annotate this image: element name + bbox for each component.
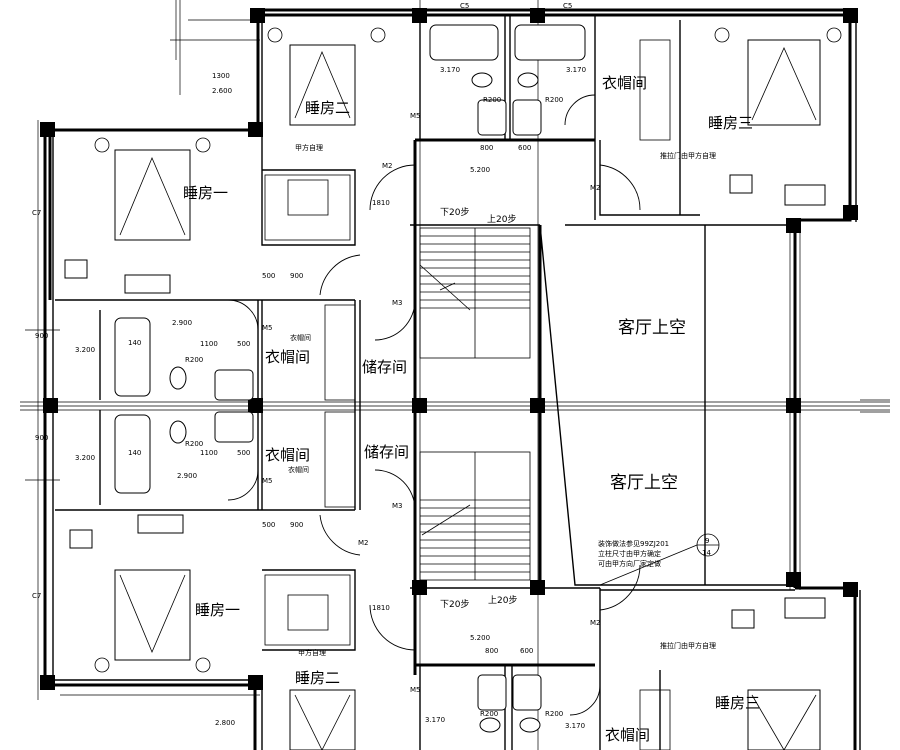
- bed-bedroom2-top: [267, 27, 386, 126]
- label-bedroom1-top: 睡房一: [183, 184, 228, 202]
- label-closet-bottom-right: 衣帽间: [605, 726, 650, 744]
- dim-3170-b: 3.170: [566, 66, 586, 74]
- dim-900-c: 900: [35, 332, 48, 340]
- closet-shelving: [264, 39, 671, 750]
- callout-text-1: 装饰做法参见99ZJ201: [598, 539, 669, 548]
- stair-up-top: 上20步: [487, 214, 516, 225]
- door-tag-m3-a: M3: [392, 299, 403, 307]
- bed-bedroom3-bottom: [747, 689, 821, 750]
- window-tag-c5-b: C5: [563, 2, 572, 10]
- note-owner-top: 甲方自理: [295, 143, 323, 152]
- dim-900-d: 900: [35, 434, 48, 442]
- door-tag-m5-a: M5: [262, 324, 273, 332]
- dim-3200-a: 3.200: [75, 346, 95, 354]
- dim-2800: 2.800: [215, 719, 235, 727]
- note-wardrobe-top: 衣帽间: [290, 333, 311, 342]
- callout-sheet: 14: [702, 549, 711, 557]
- label-void-upper: 客厅上空: [618, 318, 686, 338]
- dim-5200-b: 5.200: [470, 634, 490, 642]
- dim-800-a: 800: [480, 144, 493, 152]
- door-swings: [227, 94, 641, 716]
- label-bedroom3-top: 睡房三: [708, 114, 753, 132]
- note-sliding-bottom: 推拉门由甲方自理: [660, 641, 716, 650]
- dim-500-c: 500: [237, 340, 250, 348]
- dim-r200-c: R200: [185, 356, 203, 364]
- dim-800-b: 800: [485, 647, 498, 655]
- note-wardrobe-bottom: 衣帽间: [288, 465, 309, 474]
- door-tag-m2-c: M2: [358, 539, 369, 547]
- stair-down-top: 下20步: [440, 207, 469, 218]
- label-void-lower: 客厅上空: [610, 473, 678, 493]
- stair-up-bottom: 上20步: [488, 595, 517, 606]
- dim-140-b: 140: [128, 449, 141, 457]
- toilets: [169, 72, 541, 733]
- dim-3170-a: 3.170: [440, 66, 460, 74]
- furniture-desks: [64, 174, 826, 629]
- dim-500-a: 500: [262, 272, 275, 280]
- label-closet-mid-lower: 衣帽间: [265, 446, 310, 464]
- door-tag-m5-d: M5: [410, 686, 421, 694]
- stair-down-bottom: 下20步: [440, 599, 469, 610]
- dim-r200-e: R200: [480, 710, 498, 718]
- dim-r200-d: R200: [185, 440, 203, 448]
- stair-lower: [419, 451, 531, 581]
- dim-3200-b: 3.200: [75, 454, 95, 462]
- door-tag-m3-b: M3: [392, 502, 403, 510]
- bed-bedroom1-top: [94, 137, 211, 241]
- label-closet-top-right: 衣帽间: [602, 74, 647, 92]
- dim-1100-b: 1100: [200, 449, 218, 457]
- dim-600-a: 600: [518, 144, 531, 152]
- dim-500-b: 500: [262, 521, 275, 529]
- dim-900-a: 900: [290, 272, 303, 280]
- bathtubs: [114, 24, 586, 494]
- note-sliding-top: 推拉门由甲方自理: [660, 151, 716, 160]
- bed-bedroom3-top: [714, 27, 842, 126]
- dim-r200-b: R200: [545, 96, 563, 104]
- callout-text-2: 立柱尺寸由甲方确定: [598, 549, 661, 558]
- dim-2600: 2.600: [212, 87, 232, 95]
- dim-5200-a: 5.200: [470, 166, 490, 174]
- callout-text-3: 可由甲方向厂家定做: [598, 559, 661, 568]
- dim-1810-b: 1810: [372, 604, 390, 612]
- dim-r200-a: R200: [483, 96, 501, 104]
- bed-bedroom1-bottom: [94, 569, 211, 673]
- window-tag-c7-a: C7: [32, 209, 41, 217]
- sinks: [214, 99, 542, 711]
- label-bedroom1-bottom: 睡房一: [195, 601, 240, 619]
- dim-900-b: 900: [290, 521, 303, 529]
- dim-140-a: 140: [128, 339, 141, 347]
- dim-2900-b: 2.900: [177, 472, 197, 480]
- dim-1300: 1300: [212, 72, 230, 80]
- door-tag-m2-d: M2: [590, 619, 601, 627]
- note-owner-bottom: 甲方自理: [298, 648, 326, 657]
- dim-2900-a: 2.900: [172, 319, 192, 327]
- label-storage-upper: 储存间: [362, 358, 407, 376]
- window-tag-c7-b: C7: [32, 592, 41, 600]
- label-storage-lower: 储存间: [364, 443, 409, 461]
- door-tag-m2-b: M2: [590, 184, 601, 192]
- bed-bedroom2-bottom: [289, 689, 356, 750]
- door-tag-m5-c: M5: [410, 112, 421, 120]
- dim-600-b: 600: [520, 647, 533, 655]
- dim-500-d: 500: [237, 449, 250, 457]
- detail-callout: 9 14 装饰做法参见99ZJ201 立柱尺寸由甲方确定 可由甲方向厂家定做: [598, 533, 720, 586]
- dim-3170-d: 3.170: [565, 722, 585, 730]
- label-bedroom3-bottom: 睡房三: [715, 694, 760, 712]
- door-tag-m5-b: M5: [262, 477, 273, 485]
- dim-r200-f: R200: [545, 710, 563, 718]
- door-tag-m2-a: M2: [382, 162, 393, 170]
- label-closet-mid-upper: 衣帽间: [265, 348, 310, 366]
- callout-number: 9: [705, 537, 709, 545]
- label-bedroom2-top: 睡房二: [305, 99, 350, 117]
- columns: [40, 8, 858, 690]
- dim-1100-a: 1100: [200, 340, 218, 348]
- window-tag-c5-a: C5: [460, 2, 469, 10]
- stair-upper: [419, 227, 531, 359]
- dim-3170-c: 3.170: [425, 716, 445, 724]
- dim-1810-a: 1810: [372, 199, 390, 207]
- label-bedroom2-bottom: 睡房二: [295, 669, 340, 687]
